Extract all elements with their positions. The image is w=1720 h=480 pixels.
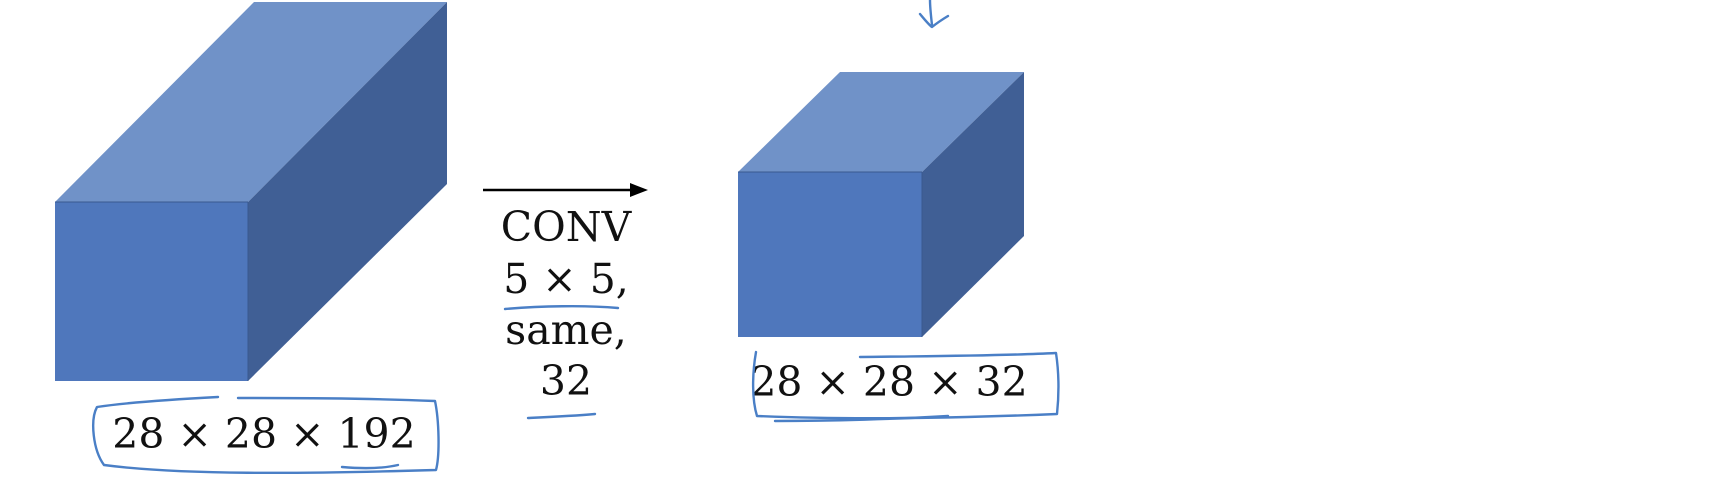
hand-drawn-down-arrow-icon	[918, 0, 950, 29]
operation-num-filters: 32	[540, 357, 592, 405]
input-shape-label: 28 × 28 × 192	[112, 410, 415, 458]
conv-arrow	[483, 183, 648, 197]
operation-filter-size: 5 × 5,	[503, 255, 629, 303]
input-volume-front-face	[55, 202, 248, 381]
input-192-underline-icon	[340, 463, 400, 470]
input-volume-side-face	[248, 2, 447, 381]
output-volume-front-face	[738, 172, 922, 337]
input-volume	[55, 2, 447, 381]
output-shape-box-icon	[751, 350, 1060, 420]
output-volume-top-face	[738, 72, 1024, 172]
operation-padding: same,	[505, 306, 627, 354]
output-volume	[738, 72, 1024, 337]
input-volume-top-face	[55, 2, 447, 202]
output-shape-label: 28 × 28 × 32	[750, 358, 1027, 406]
num-filters-underline-icon	[526, 412, 597, 420]
input-shape-circle-icon	[92, 395, 440, 475]
handwritten-annotations	[92, 0, 1060, 475]
operation-name: CONV	[501, 203, 633, 251]
arrow-head	[630, 183, 648, 197]
filter-underline-icon	[503, 305, 620, 311]
output-volume-side-face	[922, 72, 1024, 337]
output-shape-underline-icon	[773, 414, 950, 423]
